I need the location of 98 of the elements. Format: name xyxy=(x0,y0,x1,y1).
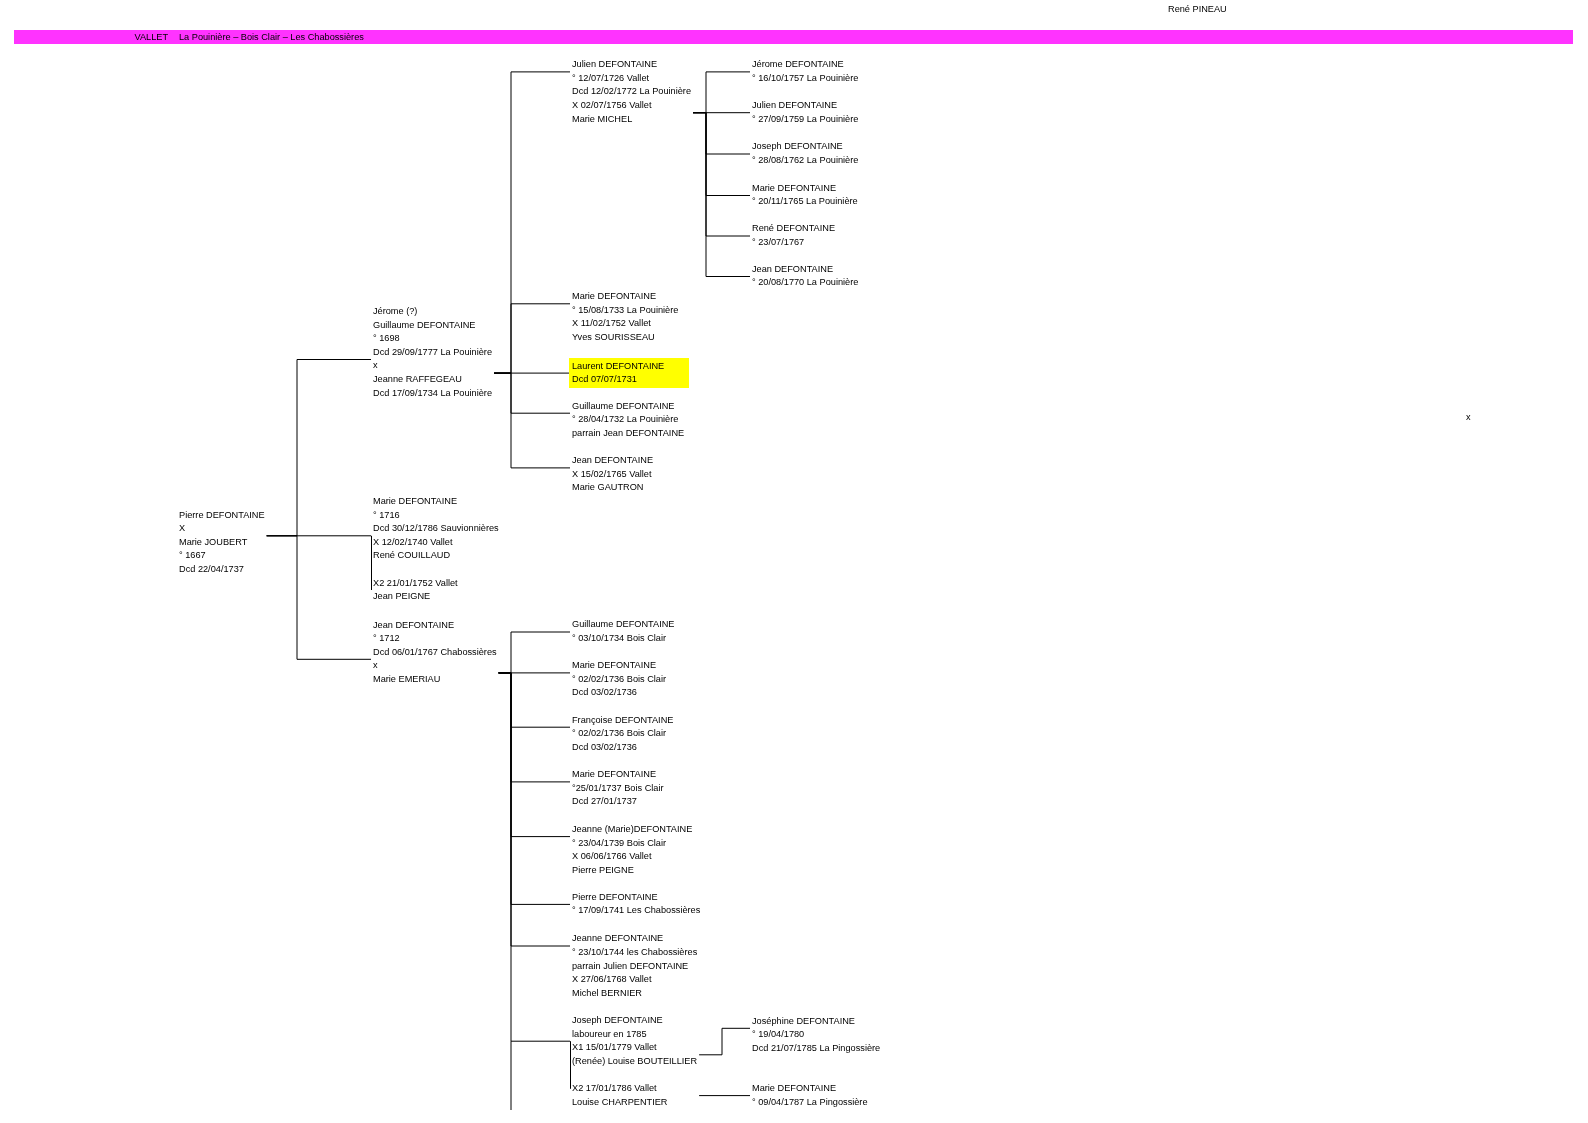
person-name: Jean DEFONTAINE xyxy=(752,262,833,276)
mark-text: x xyxy=(1466,411,1471,424)
person-name: Jeanne (Marie)DEFONTAINE xyxy=(572,823,693,836)
person-name: Joseph DEFONTAINE xyxy=(572,1014,663,1027)
record-text: Marie EMERIAU xyxy=(373,672,441,686)
person-name: René DEFONTAINE xyxy=(752,222,836,236)
record-text: ° 03/10/1734 Bois Clair xyxy=(572,632,667,645)
record-text: ° 23/07/1767 xyxy=(752,236,805,249)
record-text: Dcd 29/09/1777 La Pouinière xyxy=(373,345,493,359)
record-text: X2 17/01/1786 Vallet xyxy=(572,1081,657,1095)
record-text: Dcd 03/02/1736 xyxy=(572,686,637,700)
record-text: laboureur en 1785 xyxy=(572,1027,647,1041)
record-text: X 02/07/1756 Vallet xyxy=(572,99,652,113)
record-text: ° 23/10/1744 les Chabossières xyxy=(572,946,698,959)
record-text: parrain Julien DEFONTAINE xyxy=(572,959,689,973)
header-text: La Pouinière – Bois Clair – Les Chabossières xyxy=(179,31,364,44)
connector-line xyxy=(692,112,751,277)
record-text: X 06/06/1766 Vallet xyxy=(572,850,652,864)
record-text: Dcd 22/04/1737 xyxy=(179,562,244,576)
person-name: Joseph DEFONTAINE xyxy=(752,140,843,154)
person-name: Marie DEFONTAINE xyxy=(373,495,458,508)
record-text: Dcd 12/02/1772 La Pouinière xyxy=(572,85,692,99)
person-name: Marie DEFONTAINE xyxy=(572,290,657,304)
person-name: Jérome (?) xyxy=(373,305,418,319)
record-text: Michel BERNIER xyxy=(572,986,642,1000)
record-text: X1 15/01/1779 Vallet xyxy=(572,1041,657,1055)
connector-line xyxy=(266,535,372,660)
record-text: ° 28/04/1732 La Pouinière xyxy=(572,413,679,427)
record-text: ° 16/10/1757 La Pouinière xyxy=(752,71,859,85)
person-name: Marie DEFONTAINE xyxy=(752,1082,837,1095)
record-text: ° 02/02/1736 Bois Clair xyxy=(572,727,667,741)
person-name: Guillaume DEFONTAINE xyxy=(572,399,675,413)
record-text: Dcd 30/12/1786 Sauvionnières xyxy=(373,522,499,536)
person-name: Marie DEFONTAINE xyxy=(572,768,657,782)
record-text: Dcd 21/07/1785 La Pingossière xyxy=(752,1041,881,1055)
record-text: ° 1712 xyxy=(373,632,400,646)
record-text: ° 02/02/1736 Bois Clair xyxy=(572,672,667,686)
record-text: ° 28/08/1762 La Pouinière xyxy=(752,154,859,167)
record-text: Dcd 27/01/1737 xyxy=(572,795,637,809)
record-text: ° 27/09/1759 La Pouinière xyxy=(752,112,859,126)
record-text: x xyxy=(373,659,378,673)
record-text: ° 17/09/1741 Les Chabossières xyxy=(572,904,701,918)
record-text: Dcd 06/01/1767 Chabossières xyxy=(373,645,497,659)
record-text: ° 15/08/1733 La Pouinière xyxy=(572,303,679,317)
connector-line xyxy=(698,1027,751,1056)
connector-line xyxy=(493,372,571,469)
person-name: Julien DEFONTAINE xyxy=(572,58,658,72)
record-text: Marie GAUTRON xyxy=(572,481,644,495)
highlight-box xyxy=(569,357,689,388)
record-text: x xyxy=(373,359,378,373)
person-name: Guillaume DEFONTAINE xyxy=(572,618,675,632)
record-text: X 15/02/1765 Vallet xyxy=(572,467,652,481)
record-text: Guillaume DEFONTAINE xyxy=(373,318,476,332)
person-name: Joséphine DEFONTAINE xyxy=(752,1014,855,1028)
person-name: Pierre DEFONTAINE xyxy=(572,890,658,904)
record-text: (Renée) Louise BOUTEILLIER xyxy=(572,1054,698,1068)
record-text: Marie MICHEL xyxy=(572,112,633,126)
record-text: X 11/02/1752 Vallet xyxy=(572,317,651,331)
author-name: René PINEAU xyxy=(1168,3,1227,16)
header-text: VALLET xyxy=(134,31,169,44)
record-text: ° 23/04/1739 Bois Clair xyxy=(572,836,667,850)
person-name: Laurent DEFONTAINE xyxy=(572,359,665,373)
person-name: Julien DEFONTAINE xyxy=(752,99,838,113)
person-name: Pierre DEFONTAINE xyxy=(179,508,265,522)
record-text: ° 20/11/1765 La Pouinière xyxy=(752,195,858,209)
record-text: ° 1716 xyxy=(373,508,400,522)
person-name: Jean DEFONTAINE xyxy=(373,618,454,632)
record-text: Louise CHARPENTIER xyxy=(572,1095,668,1109)
person-name: Jean DEFONTAINE xyxy=(572,454,653,468)
record-text: René COUILLAUD xyxy=(373,549,451,563)
record-text: X2 21/01/1752 Vallet xyxy=(373,576,458,590)
person-name: Marie DEFONTAINE xyxy=(572,659,657,673)
record-text: Pierre PEIGNE xyxy=(572,863,634,877)
record-text: Marie JOUBERT xyxy=(179,535,248,549)
record-text: X xyxy=(179,522,186,536)
record-text: ° 20/08/1770 La Pouinière xyxy=(752,276,859,290)
connector-line xyxy=(698,1095,751,1097)
record-text: ° 09/04/1787 La Pingossière xyxy=(752,1095,868,1109)
record-text: Dcd 07/07/1731 xyxy=(572,373,637,387)
person-name: Jérome DEFONTAINE xyxy=(752,58,844,72)
record-text: ° 12/07/1726 Vallet xyxy=(572,71,650,85)
record-text: Dcd 03/02/1736 xyxy=(572,740,637,754)
record-text: Yves SOURISSEAU xyxy=(572,330,655,344)
record-text: ° 19/04/1780 xyxy=(752,1028,805,1042)
record-text: X 27/06/1768 Vallet xyxy=(572,973,652,987)
record-text: °25/01/1737 Bois Clair xyxy=(572,781,664,795)
header-band xyxy=(14,30,1573,44)
person-name: Marie DEFONTAINE xyxy=(752,181,837,195)
connector-line xyxy=(498,672,571,1042)
record-text: ° 1667 xyxy=(179,549,206,563)
person-name: Jeanne DEFONTAINE xyxy=(572,932,664,946)
record-text: X 12/02/1740 Vallet xyxy=(373,535,453,549)
record-text: Jean PEIGNE xyxy=(373,590,431,604)
record-text: Jeanne RAFFEGEAU xyxy=(373,373,462,387)
record-text: ° 1698 xyxy=(373,332,400,346)
record-text: Dcd 17/09/1734 La Pouinière xyxy=(373,386,493,400)
record-text: parrain Jean DEFONTAINE xyxy=(572,426,685,440)
person-name: Françoise DEFONTAINE xyxy=(572,713,674,727)
